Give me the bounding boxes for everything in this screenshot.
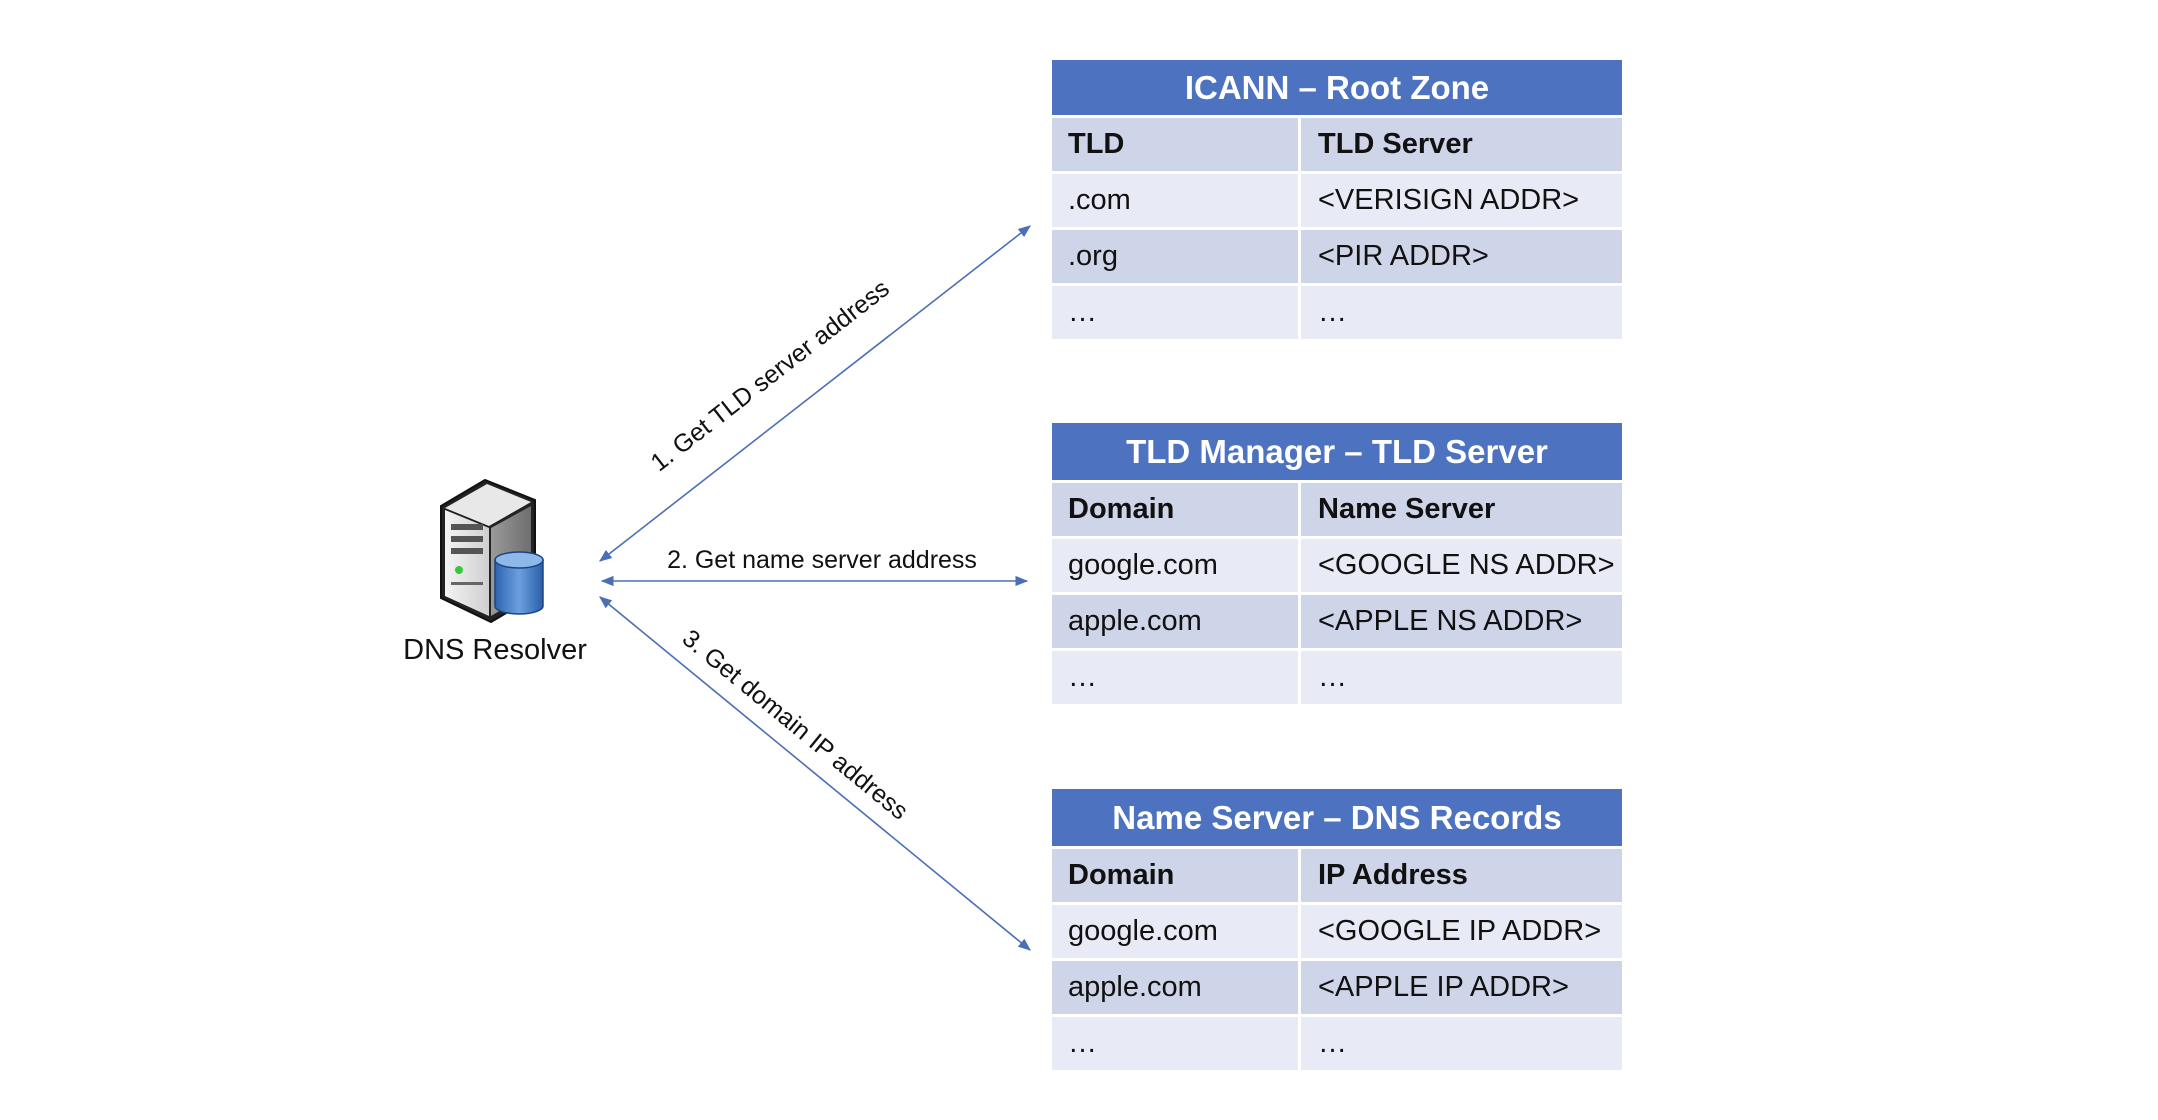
arrow-1-label: 1. Get TLD server address <box>645 274 894 477</box>
table-title: Name Server – DNS Records <box>1052 789 1622 849</box>
header-cell: Domain <box>1052 849 1301 902</box>
arrow-2-label: 2. Get name server address <box>667 546 977 574</box>
tld-server-table: TLD Manager – TLD Server Domain Name Ser… <box>1052 423 1622 707</box>
arrow-3-label: 3. Get domain IP address <box>677 624 913 825</box>
table-row: … … <box>1052 651 1622 707</box>
table-cell: … <box>1318 296 1347 328</box>
header-cell: Domain <box>1052 483 1301 536</box>
server-database-icon <box>440 478 544 623</box>
table-cell: <PIR ADDR> <box>1318 240 1489 272</box>
table-cell: <GOOGLE NS ADDR> <box>1318 549 1615 581</box>
table-cell: <VERISIGN ADDR> <box>1318 184 1580 216</box>
table-cell: google.com <box>1052 539 1301 592</box>
table-cell: <APPLE IP ADDR> <box>1318 971 1569 1003</box>
table-cell: .org <box>1052 230 1301 283</box>
table-cell: <APPLE NS ADDR> <box>1318 605 1583 637</box>
table-cell: google.com <box>1052 905 1301 958</box>
table-cell: … <box>1318 661 1347 693</box>
dns-records-table: Name Server – DNS Records Domain IP Addr… <box>1052 789 1622 1073</box>
table-cell: .com <box>1052 174 1301 227</box>
arrow-3-line <box>599 596 1031 951</box>
table-row: … … <box>1052 286 1622 342</box>
header-cell: IP Address <box>1318 859 1468 891</box>
table-cell: … <box>1318 1027 1347 1059</box>
table-cell: … <box>1052 651 1301 704</box>
table-cell: <GOOGLE IP ADDR> <box>1318 915 1602 947</box>
table-row: google.com <GOOGLE NS ADDR> <box>1052 539 1622 595</box>
table-header-row: TLD TLD Server <box>1052 118 1622 174</box>
table-cell: … <box>1052 1017 1301 1070</box>
table-header-row: Domain Name Server <box>1052 483 1622 539</box>
header-cell: TLD <box>1052 118 1301 171</box>
table-title: TLD Manager – TLD Server <box>1052 423 1622 483</box>
table-row: .com <VERISIGN ADDR> <box>1052 174 1622 230</box>
header-cell: Name Server <box>1318 493 1496 525</box>
table-row: .org <PIR ADDR> <box>1052 230 1622 286</box>
table-cell: apple.com <box>1052 961 1301 1014</box>
table-row: google.com <GOOGLE IP ADDR> <box>1052 905 1622 961</box>
table-row: apple.com <APPLE IP ADDR> <box>1052 961 1622 1017</box>
resolver-label: DNS Resolver <box>403 634 587 666</box>
table-header-row: Domain IP Address <box>1052 849 1622 905</box>
table-row: apple.com <APPLE NS ADDR> <box>1052 595 1622 651</box>
header-cell: TLD Server <box>1318 128 1473 160</box>
root-zone-table: ICANN – Root Zone TLD TLD Server .com <V… <box>1052 60 1622 342</box>
table-cell: apple.com <box>1052 595 1301 648</box>
arrow-1-line <box>598 225 1032 562</box>
table-cell: … <box>1052 286 1301 339</box>
table-row: … … <box>1052 1017 1622 1073</box>
table-title: ICANN – Root Zone <box>1052 60 1622 118</box>
